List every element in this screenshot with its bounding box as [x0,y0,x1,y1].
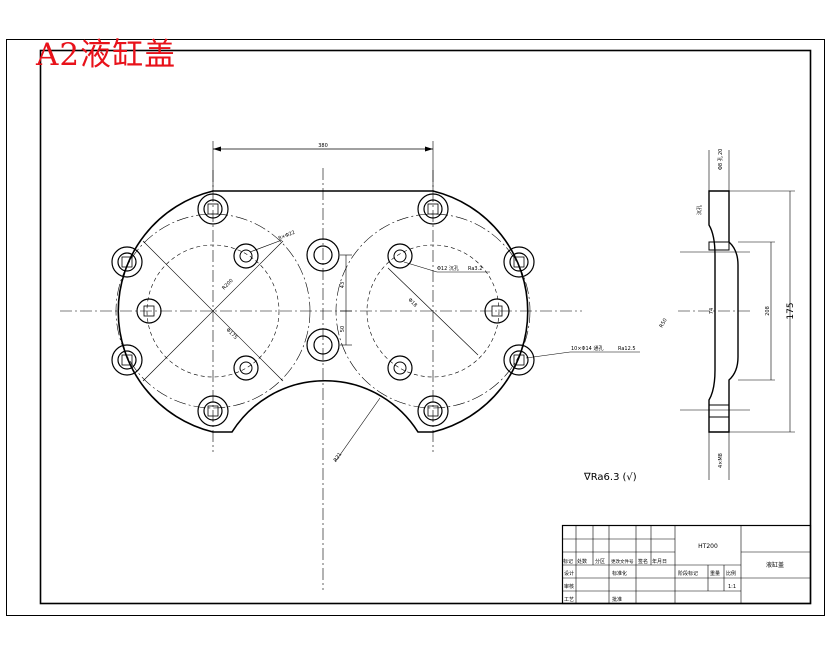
bolt-hole-8 [503,344,535,376]
side-view: 175 208 74 Φ8 孔 沉孔 R50 4×M8 20 [659,149,796,480]
tb-scale-value: 1:1 [728,584,736,590]
tb-std: 标准化 [612,570,627,577]
bolt-leader [525,351,571,359]
inner-hole-2 [233,355,259,381]
bolt-hole-10 [484,298,510,324]
width-dimension [212,141,434,191]
bolt-hole-5 [111,246,143,278]
bolt-hole-7 [503,246,535,278]
right-hole-rough: Ra3.2 [468,266,482,272]
inner-hole-4 [387,355,413,381]
hole-label: 8×Φ22 [278,230,297,242]
side-boss-top [708,241,730,251]
tb-stage: 阶段标记 [678,570,698,577]
bolt-hole-2 [417,193,449,225]
side-left-label: R50 [659,317,669,329]
width-dimension-label: 380 [318,143,328,149]
diag-line-right [387,267,479,356]
center-port-top [306,238,340,272]
small-hole-label: Φ18 [407,297,419,309]
center-port-bottom [306,328,340,362]
bolt-hole-9 [136,298,162,324]
tb-part-name: 液缸盖 [766,561,784,569]
tb-approve: 批准 [612,596,622,603]
tb-scale: 比例 [726,570,736,577]
hole-leader [249,239,283,253]
side-thickness-label: 20 [718,149,724,155]
section-dim-label: 208 [765,306,771,316]
inner-drawing-frame [39,49,812,605]
tb-header-1: 处数 [577,558,587,565]
right-hole-leader [403,261,438,273]
page-title: A2液缸盖 [36,37,177,73]
side-bottom-label: 4×M8 [718,453,724,468]
tb-header-0: 标记 [563,558,573,565]
front-view: 380 43 50 8×Φ22 Φ175 R200 Φ18 Φ12 沉孔 Ra3… [60,141,640,590]
right-chamber-circle [366,244,500,378]
tb-weight: 重量 [710,570,720,577]
cover-outline [117,190,529,433]
title-block-frame [561,524,812,605]
radius-label: R21 [333,452,344,464]
left-chamber-circle [146,244,280,378]
diameter-left-label: Φ175 [225,327,239,341]
tb-role-1: 审核 [564,583,574,590]
bolt-hole-6 [111,344,143,376]
pitch-dimension [340,254,352,346]
bolt-note: 10×Φ14 通孔 [571,345,603,352]
tb-header-4: 签名 [638,558,648,565]
diag-line-left-b [142,240,284,382]
inner-hole-1 [233,243,259,269]
side-mid-dim: 74 [709,308,715,314]
side-top-label: Φ8 孔 [717,156,724,170]
tb-role-2: 工艺 [564,597,574,603]
pitch-label-a: 43 [340,282,346,288]
side-mid-label: 沉孔 [696,205,703,215]
tb-header-3: 更改文件号 [611,558,634,565]
side-boss-bottom [708,404,730,418]
side-dimension-lines [708,150,795,480]
outer-sheet-frame [6,39,825,616]
radius-leader [334,397,381,463]
bolt-hole-3 [197,395,229,427]
tb-header-5: 年月日 [652,558,667,565]
tb-header-2: 分区 [595,558,605,565]
pitch-label-b: 50 [340,326,346,332]
bolt-rough: Ra12.5 [618,346,636,352]
bolt-hole-1 [197,193,229,225]
tb-role-0: 设计 [564,570,574,577]
right-hole-note: Φ12 沉孔 [437,265,459,272]
height-dim-label: 175 [786,302,796,319]
r-left-label: R200 [221,278,234,291]
title-block: HT200 液缸盖 标记 处数 分区 更改文件号 签名 年月日 设计 审核 工艺… [561,524,812,605]
inner-hole-3 [387,243,413,269]
bolt-hole-4 [417,395,449,427]
tb-material: HT200 [698,543,718,550]
general-roughness: ∇Ra6.3(√) [583,472,637,483]
